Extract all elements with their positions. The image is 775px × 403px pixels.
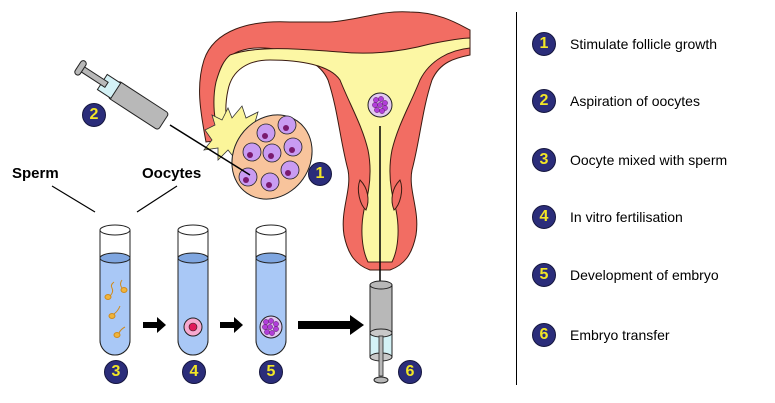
legend-text-5: Development of embryo	[570, 267, 719, 283]
transfer-syringe	[369, 280, 393, 384]
legend-item-6: 6 Embryo transfer	[532, 321, 670, 349]
zygote-nucleus	[188, 322, 198, 332]
legend-badge-5: 5	[532, 263, 556, 287]
legend-badge-3: 3	[532, 148, 556, 172]
step-badge-4: 4	[182, 360, 206, 384]
uterus-embryo-cells	[372, 96, 388, 114]
cervix-fold-left	[357, 179, 369, 211]
oocytes-label: Oocytes	[142, 165, 202, 182]
tube-3-liquid	[99, 257, 131, 356]
step-badge-6: 6	[398, 360, 422, 384]
ivf-diagram	[51, 11, 471, 384]
step-badge-2: 2	[82, 103, 106, 127]
follicles	[238, 115, 303, 192]
syringe-thumb	[74, 60, 87, 76]
sperm-label: Sperm	[12, 165, 59, 182]
legend-text-1: Stimulate follicle growth	[570, 36, 718, 52]
tube-5	[255, 224, 287, 356]
aspiration-needle	[169, 124, 251, 176]
cervix-fold-right	[391, 179, 403, 211]
oocytes-line	[136, 185, 178, 213]
legend-text-4: In vitro fertilisation	[570, 209, 683, 225]
legend-badge-4: 4	[532, 205, 556, 229]
embryo-cells	[262, 318, 279, 336]
uterus	[199, 11, 471, 285]
ovary	[203, 105, 313, 200]
tube-4	[177, 224, 209, 356]
uterus-lining	[213, 37, 471, 263]
legend-text-6: Embryo transfer	[570, 327, 670, 343]
legend-item-1: 1 Stimulate follicle growth	[532, 30, 717, 58]
syringe-plunger	[79, 65, 109, 88]
sperm-cells	[104, 279, 128, 338]
legend-text-3: Oocyte mixed with sperm	[570, 152, 728, 168]
step-badge-1: 1	[308, 162, 332, 186]
step-badge-3: 3	[104, 360, 128, 384]
transfer-syringe-barrel	[369, 284, 393, 334]
arrow-3-to-4	[143, 317, 166, 333]
legend-text-2: Aspiration of oocytes	[570, 93, 700, 109]
sperm-line	[51, 185, 96, 213]
legend-item-3: 3 Oocyte mixed with sperm	[532, 146, 727, 174]
legend-divider	[516, 12, 517, 385]
legend-item-2: 2 Aspiration of oocytes	[532, 87, 700, 115]
legend-badge-1: 1	[532, 32, 556, 56]
arrow-4-to-5	[220, 317, 243, 333]
arrow-5-to-6	[298, 315, 364, 335]
tube-3	[99, 224, 131, 356]
legend-item-5: 5 Development of embryo	[532, 261, 719, 289]
legend-badge-2: 2	[532, 89, 556, 113]
step-badge-5: 5	[259, 360, 283, 384]
oocyte-nuclei	[243, 125, 295, 188]
legend-badge-6: 6	[532, 323, 556, 347]
legend-item-4: 4 In vitro fertilisation	[532, 203, 683, 231]
aspiration-syringe	[74, 60, 251, 176]
